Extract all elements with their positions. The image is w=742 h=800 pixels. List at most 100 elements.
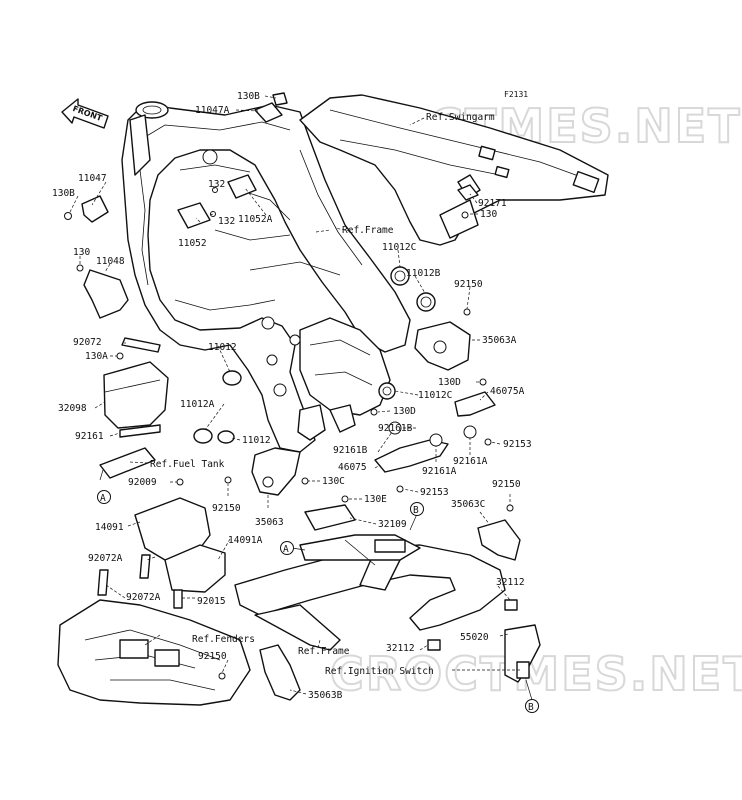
ref-swingarm: Ref.Swingarm — [426, 112, 495, 123]
leader-lines — [69, 95, 533, 701]
label-92072a-a: 92072A — [88, 553, 123, 564]
callout-b-center-text: B — [413, 505, 419, 516]
label-92161b-b: 92161B — [333, 445, 368, 456]
part-14091 — [134, 497, 211, 561]
front-arrow-icon: FRONT — [61, 98, 109, 129]
part-32109 — [304, 504, 356, 531]
part-46075a — [454, 391, 496, 417]
label-46075: 46075 — [338, 462, 367, 473]
part-130b-left-icon — [64, 212, 72, 220]
label-11052a: 11052A — [238, 214, 273, 225]
part-130d-b-icon — [370, 408, 378, 416]
reference-labels: Ref.Swingarm Ref.Frame Ref.Fuel Tank Ref… — [150, 112, 495, 677]
label-92009: 92009 — [128, 477, 157, 488]
part-32112-b — [427, 639, 441, 651]
part-130e-icon — [341, 495, 349, 503]
rear-subframe — [234, 534, 506, 651]
label-92161a-a: 92161A — [453, 456, 488, 467]
label-11047a: 11047A — [195, 105, 230, 116]
label-32109: 32109 — [378, 519, 407, 530]
part-11012-upper — [222, 370, 242, 386]
part-132-icon-b — [210, 211, 216, 217]
part-35063 — [251, 447, 301, 496]
diagram-code: F2131 — [504, 90, 528, 99]
part-132-icon-a — [212, 187, 218, 193]
part-130d-a-icon — [479, 378, 487, 386]
main-frame — [121, 101, 411, 453]
part-92072 — [121, 337, 161, 353]
part-130-icon — [76, 264, 84, 272]
callout-a-center: A — [280, 541, 294, 555]
callout-a-center-text: A — [283, 544, 289, 555]
part-11012c-mid — [378, 382, 396, 400]
label-11012c-top: 11012C — [382, 242, 416, 253]
part-92150-m-icon — [224, 476, 232, 484]
ref-ignition-switch: Ref.Ignition Switch — [325, 666, 434, 677]
label-92171: 92171 — [478, 198, 507, 209]
label-11012b: 11012B — [406, 268, 441, 279]
ref-fenders: Ref.Fenders — [192, 634, 255, 645]
callout-b-bottom-text: B — [528, 702, 534, 713]
part-11047a — [254, 102, 283, 123]
label-11048: 11048 — [96, 256, 125, 267]
part-92150-r-icon — [506, 504, 514, 512]
label-46075a: 46075A — [490, 386, 525, 397]
part-labels: 130B 11047A 11047 130B 132 132 11052A 11… — [52, 91, 532, 701]
label-130d-b: 130D — [393, 406, 416, 417]
label-130-left: 130 — [73, 247, 90, 258]
label-11012-lower: 11012 — [242, 435, 271, 446]
part-92161b-a-icon — [388, 421, 402, 435]
label-92161b-a: 92161B — [378, 423, 413, 434]
label-92153-a: 92153 — [503, 439, 532, 450]
part-130b-top — [272, 92, 288, 106]
label-130a: 130A — [85, 351, 108, 362]
ref-frame-top: Ref.Frame — [342, 225, 394, 236]
part-14091a — [164, 544, 226, 593]
part-32112-a — [504, 599, 518, 611]
label-130b-top: 130B — [237, 91, 260, 102]
callout-a-left: A — [97, 490, 111, 504]
label-130b-left: 130B — [52, 188, 75, 199]
label-130-sw: 130 — [480, 209, 497, 220]
label-92150-r: 92150 — [492, 479, 521, 490]
part-92153-a-icon — [484, 438, 492, 446]
label-92153-b: 92153 — [420, 487, 449, 498]
label-35063a: 35063A — [482, 335, 517, 346]
part-35063b — [259, 644, 301, 701]
part-92009-icon — [176, 478, 184, 486]
label-92161: 92161 — [75, 431, 104, 442]
part-11012-lower — [217, 430, 235, 444]
label-14091: 14091 — [95, 522, 124, 533]
part-92072a-a — [139, 554, 151, 579]
label-130d-a: 130D — [438, 377, 461, 388]
label-130c: 130C — [322, 476, 345, 487]
label-132-b: 132 — [218, 216, 235, 227]
part-92161 — [119, 424, 161, 438]
label-11052: 11052 — [178, 238, 207, 249]
part-92150-tr-icon — [463, 308, 471, 316]
label-130e: 130E — [364, 494, 387, 505]
part-11012a — [193, 428, 213, 444]
label-32112-b: 32112 — [386, 643, 415, 654]
label-32112-a: 32112 — [496, 577, 525, 588]
part-92161a-b-icon — [429, 433, 443, 447]
label-32098: 32098 — [58, 403, 87, 414]
part-92072a-b — [97, 569, 109, 596]
part-46075 — [374, 439, 449, 473]
label-92015: 92015 — [197, 596, 226, 607]
label-35063b: 35063B — [308, 690, 343, 701]
label-92150-bl: 92150 — [198, 651, 227, 662]
part-92161a-a-icon — [463, 425, 477, 439]
label-35063c: 35063C — [451, 499, 485, 510]
callout-a-left-text: A — [100, 493, 106, 504]
part-92153-b-icon — [396, 485, 404, 493]
ref-frame-bottom: Ref.Frame — [298, 646, 350, 657]
label-92072a-b: 92072A — [126, 592, 161, 603]
part-11052a — [227, 174, 257, 199]
callout-b-bottom: B — [525, 699, 539, 713]
part-11012b — [416, 292, 436, 312]
callout-b-center: B — [410, 502, 424, 516]
label-35063: 35063 — [255, 517, 284, 528]
part-11052 — [177, 202, 211, 229]
part-32098 — [103, 361, 169, 429]
